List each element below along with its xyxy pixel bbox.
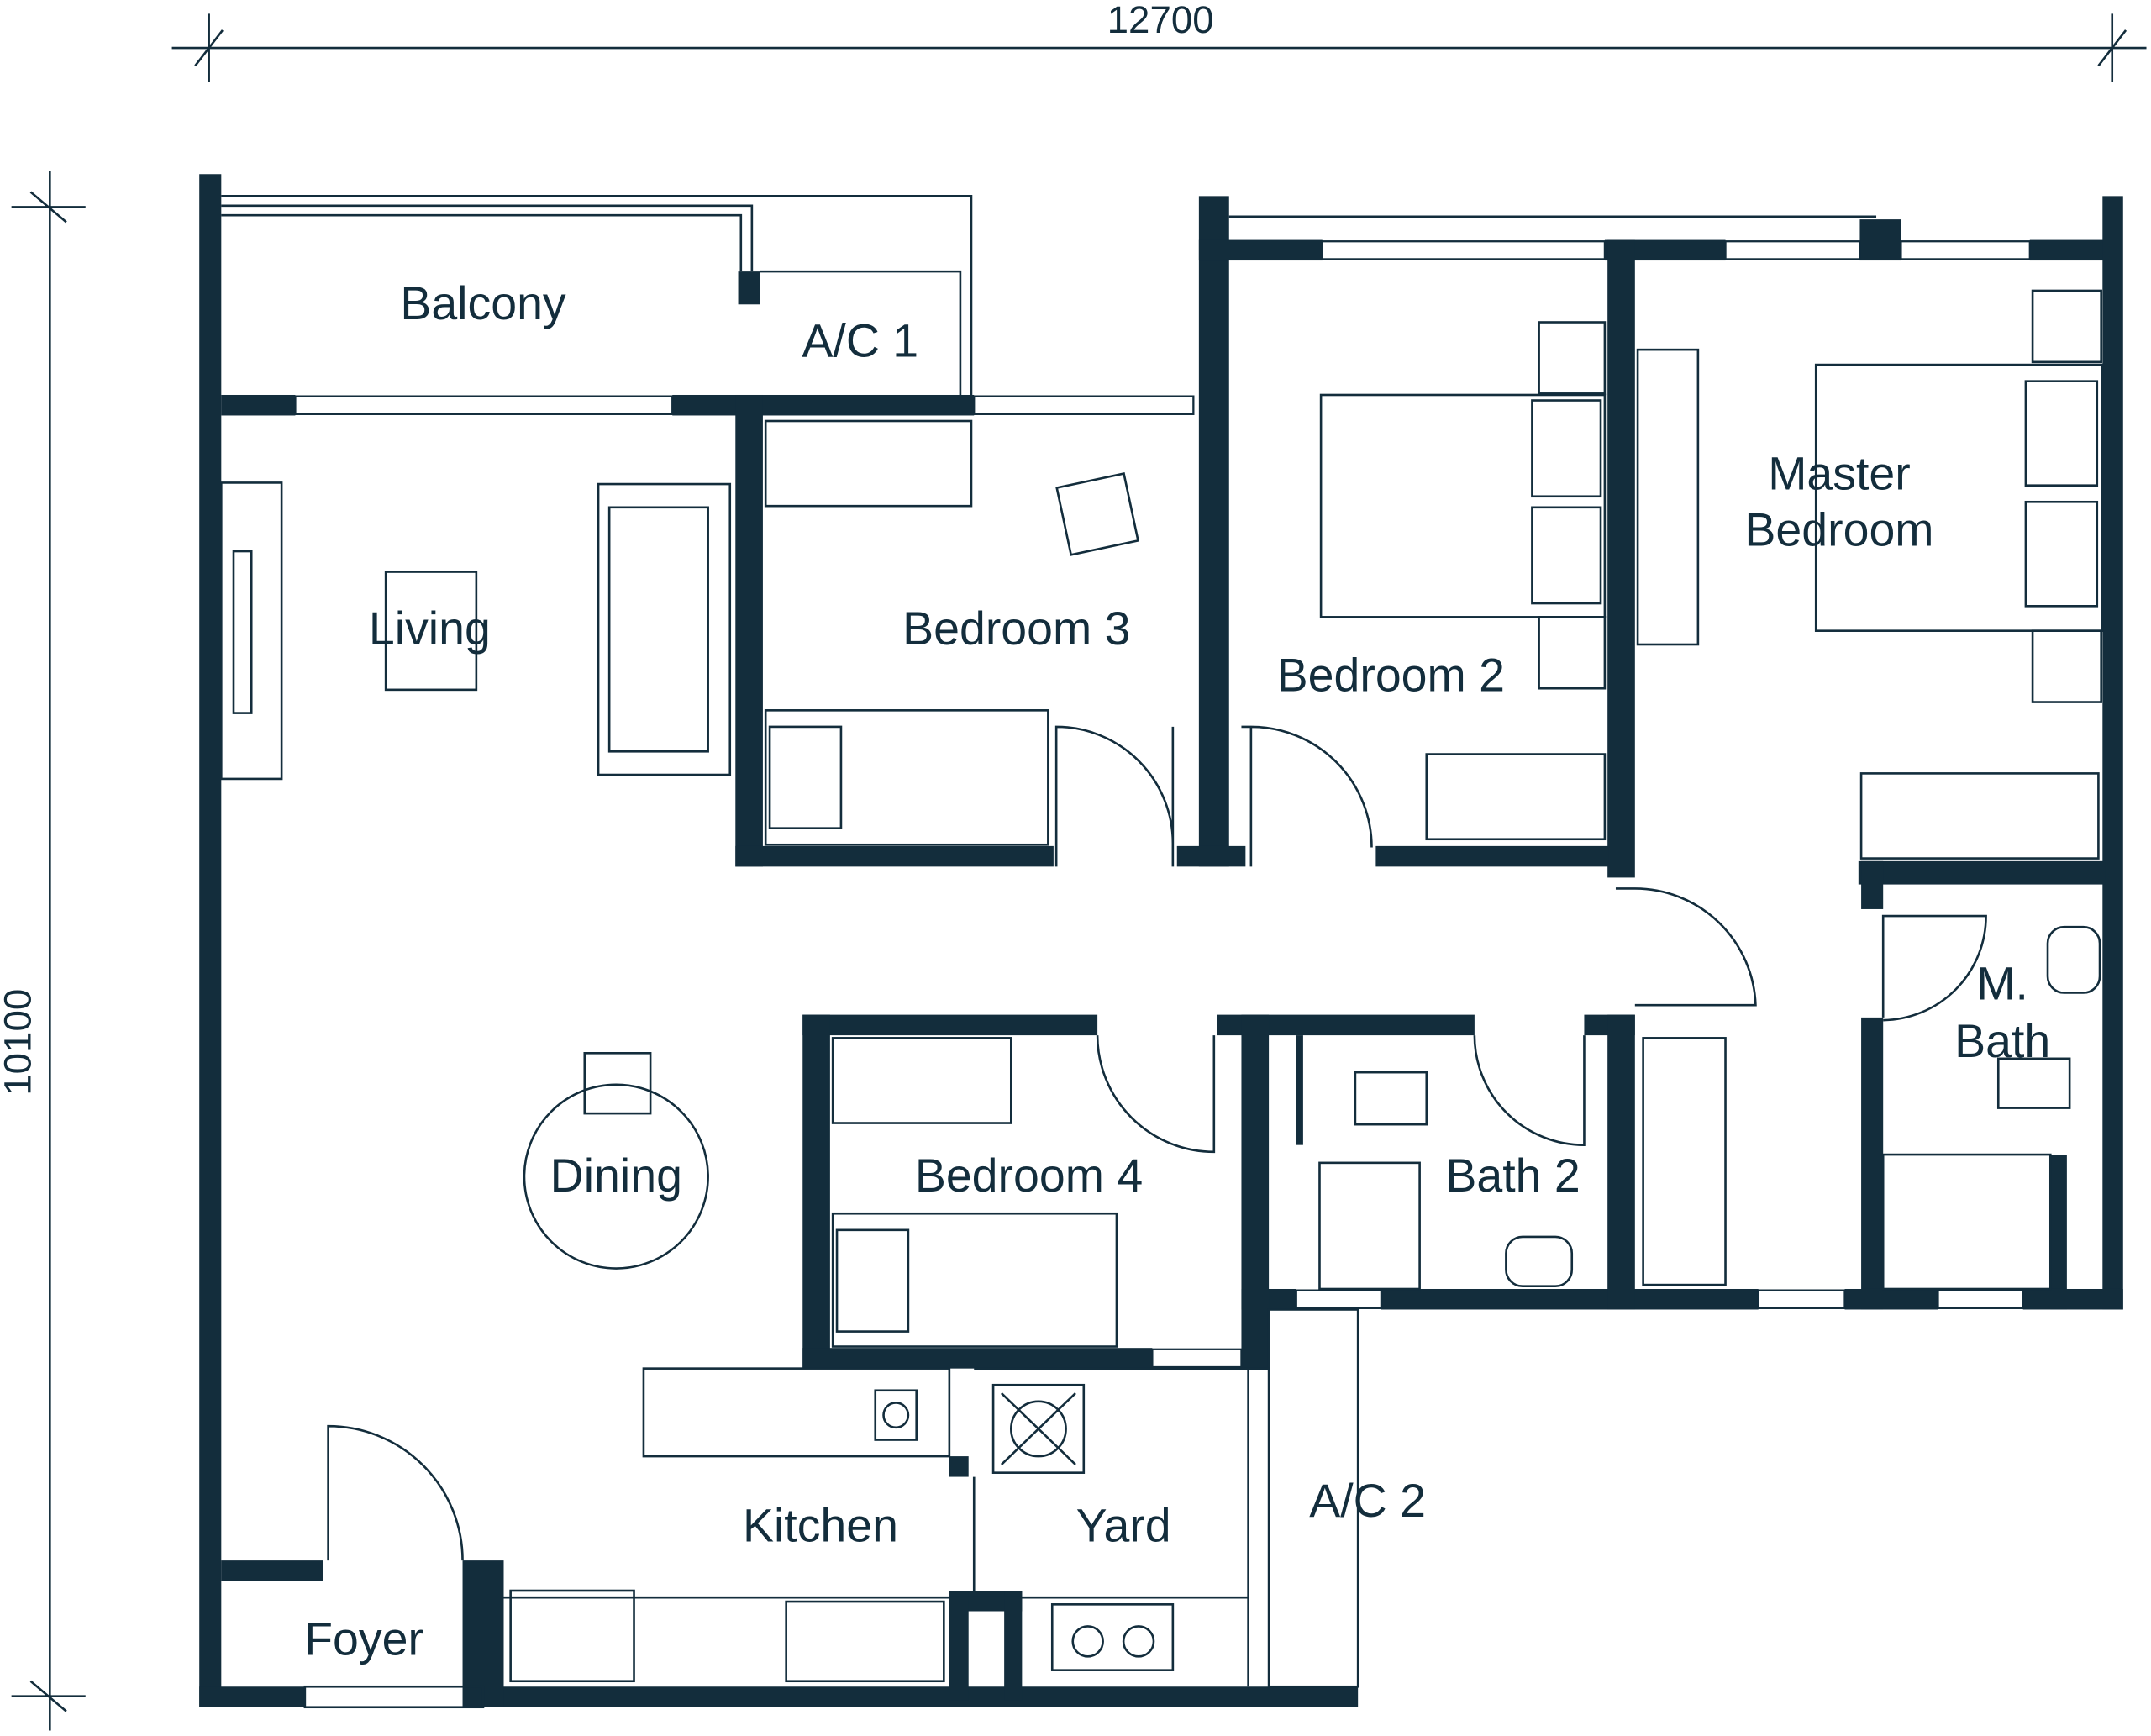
desk-chair	[1055, 472, 1140, 556]
label-bedroom3: Bedroom 3	[902, 602, 1130, 655]
toilet-mbath	[1996, 1057, 2071, 1109]
wardrobe-bed3	[764, 419, 973, 508]
label-bedroom2: Bedroom 2	[1277, 649, 1505, 701]
dining-table	[523, 1083, 709, 1270]
wardrobe-hall	[1642, 1037, 1727, 1286]
label-dining: Dining	[550, 1149, 682, 1202]
bed-3	[764, 709, 1049, 846]
dimension-width: 12700	[171, 0, 2147, 82]
master-bed	[1814, 363, 2104, 632]
bed-2	[1319, 393, 1607, 618]
label-kitchen: Kitchen	[743, 1499, 898, 1551]
basin-mbath	[2046, 925, 2101, 994]
bed-4	[831, 1212, 1118, 1348]
doors	[327, 725, 1987, 1561]
dimension-height: 10100	[0, 171, 86, 1731]
label-mbath-line1: M.	[1976, 958, 2028, 1010]
furniture	[220, 289, 2104, 1687]
wardrobe-master	[1859, 772, 2100, 860]
wardrobe-bed2	[1425, 753, 1607, 841]
coffee-table	[384, 571, 478, 692]
sofa	[597, 482, 732, 776]
label-yard: Yard	[1076, 1499, 1171, 1551]
label-foyer: Foyer	[304, 1613, 423, 1665]
dresser	[1636, 348, 1700, 646]
stove	[1050, 1603, 1175, 1671]
label-bath2: Bath 2	[1445, 1149, 1580, 1202]
label-living: Living	[369, 602, 491, 655]
label-ac2: A/C 2	[1309, 1475, 1426, 1527]
sink	[785, 1600, 945, 1683]
basin-bath2	[1505, 1235, 1574, 1288]
width-label: 12700	[1107, 0, 1214, 41]
height-label: 10100	[0, 989, 39, 1096]
kitchen-island	[642, 1367, 951, 1458]
label-mbath-line2: Bath	[1954, 1015, 2050, 1067]
walls	[199, 174, 2123, 1707]
label-master-line1: Master	[1768, 448, 1911, 500]
label-bedroom4: Bedroom 4	[915, 1149, 1143, 1202]
windows	[221, 195, 2031, 1709]
fridge	[509, 1589, 635, 1683]
washing-machine	[991, 1383, 1086, 1474]
label-master-line2: Bedroom	[1744, 504, 1933, 556]
wardrobe-bed4	[831, 1037, 1012, 1124]
tv-console	[220, 481, 283, 781]
toilet-bath2	[1354, 1071, 1428, 1126]
label-balcony: Balcony	[400, 277, 566, 329]
room-labels: Balcony A/C 1 Living Bedroom 3 Bedroom 2…	[304, 277, 2050, 1665]
label-ac1: A/C 1	[802, 314, 918, 366]
